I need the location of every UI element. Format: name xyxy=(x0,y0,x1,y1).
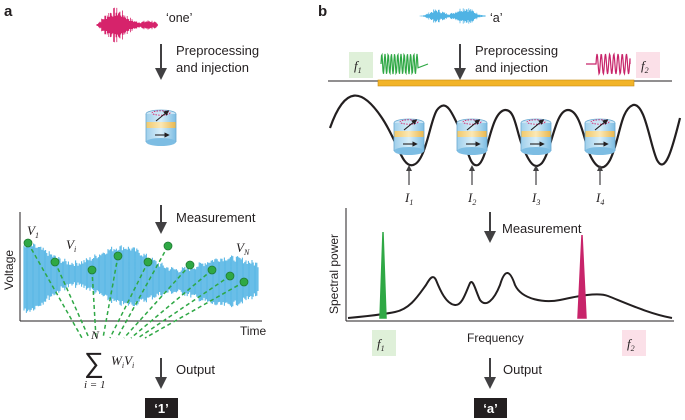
weight-connection-line xyxy=(130,269,213,339)
weight-connection-line xyxy=(144,281,245,339)
weight-connection-line xyxy=(116,245,169,339)
output-result-a: ‘1’ xyxy=(154,401,168,416)
preprocess-label-b-line1: Preprocessing xyxy=(475,43,558,58)
word-a-label: ‘a’ xyxy=(490,11,503,25)
panel-a-label: a xyxy=(4,3,13,20)
voltage-sample-dots xyxy=(23,238,249,287)
output-box-b xyxy=(474,398,507,418)
f1-input-signal xyxy=(380,52,429,76)
sum-lower-limit: i = 1 xyxy=(84,379,105,391)
spectrum-curve xyxy=(347,272,673,319)
f2-input-box xyxy=(636,52,660,78)
tone-signal-path xyxy=(586,52,631,76)
v1-label: V1 xyxy=(27,223,39,240)
speech-waveform-path xyxy=(96,7,158,43)
preprocess-label-a-line2: and injection xyxy=(176,60,249,75)
voltage-sample-dot xyxy=(225,271,235,281)
voltage-trace xyxy=(23,242,259,313)
measurement-label-b: Measurement xyxy=(502,221,582,236)
tone-signal-path xyxy=(380,52,429,76)
oscillator-2-icon xyxy=(457,119,487,155)
output-label-b: Output xyxy=(503,362,542,377)
output-box-a xyxy=(145,398,178,418)
voltage-sample-dot xyxy=(113,251,123,261)
weighted-term: WiVi xyxy=(111,353,134,370)
f1-input-label: f1 xyxy=(354,58,362,75)
f1-input-box xyxy=(349,52,373,78)
output-label-a: Output xyxy=(176,362,215,377)
current-label-4: I4 xyxy=(595,190,604,207)
vn-label: VN xyxy=(236,240,250,257)
frequency-axis-label: Frequency xyxy=(467,331,524,345)
weight-connection-line xyxy=(91,269,97,339)
preprocess-label-a-line1: Preprocessing xyxy=(176,43,259,58)
spectral-power-axis-label: Spectral power xyxy=(327,234,341,314)
f1-output-box xyxy=(372,330,396,356)
input-waveform-a xyxy=(419,8,486,24)
oscillator-4-icon xyxy=(585,119,615,155)
spin-torque-oscillator-icon xyxy=(146,110,176,146)
f2-output-box xyxy=(622,330,646,356)
oscillator-3-icon xyxy=(521,119,551,155)
voltage-sample-dot xyxy=(185,260,195,270)
output-result-b: ‘a’ xyxy=(483,401,497,416)
voltage-sample-dot xyxy=(207,265,217,275)
voltage-axis-label: Voltage xyxy=(2,250,16,290)
voltage-trace-path xyxy=(23,242,259,313)
weight-connection-lines xyxy=(27,242,245,339)
f1-output-label: f1 xyxy=(377,336,385,353)
voltage-sample-dot xyxy=(50,257,60,267)
weight-connection-line xyxy=(137,275,231,339)
current-label-2: I2 xyxy=(467,190,476,207)
word-one-label: ‘one’ xyxy=(166,11,192,25)
weight-connection-line xyxy=(109,261,149,339)
transmission-strip xyxy=(377,79,635,87)
f2-input-signal xyxy=(586,52,631,76)
panel-b-label: b xyxy=(318,3,327,20)
speech-waveform-path xyxy=(419,8,486,24)
weight-connection-line xyxy=(27,242,83,339)
time-axis-label: Time xyxy=(240,324,267,338)
vi-label: Vi xyxy=(66,237,76,254)
voltage-sample-dot xyxy=(239,277,249,287)
measurement-label-a: Measurement xyxy=(176,210,256,225)
sum-upper-limit: N xyxy=(90,328,100,342)
f2-output-label: f2 xyxy=(627,336,635,353)
sum-symbol: ∑ xyxy=(84,347,104,378)
preprocess-label-b-line2: and injection xyxy=(475,60,548,75)
oscillator-1-icon xyxy=(394,119,424,155)
voltage-sample-dot xyxy=(87,265,97,275)
current-label-3: I3 xyxy=(531,190,540,207)
f1-spectral-peak xyxy=(379,231,387,319)
current-label-1: I1 xyxy=(404,190,413,207)
f2-input-label: f2 xyxy=(641,58,649,75)
voltage-sample-dot xyxy=(143,257,153,267)
input-waveform-one xyxy=(96,7,158,43)
weight-connection-line xyxy=(123,264,191,339)
f2-spectral-peak xyxy=(577,234,587,319)
voltage-sample-dot xyxy=(23,238,33,248)
coupling-field-curve xyxy=(328,94,682,169)
voltage-sample-dot xyxy=(163,241,173,251)
